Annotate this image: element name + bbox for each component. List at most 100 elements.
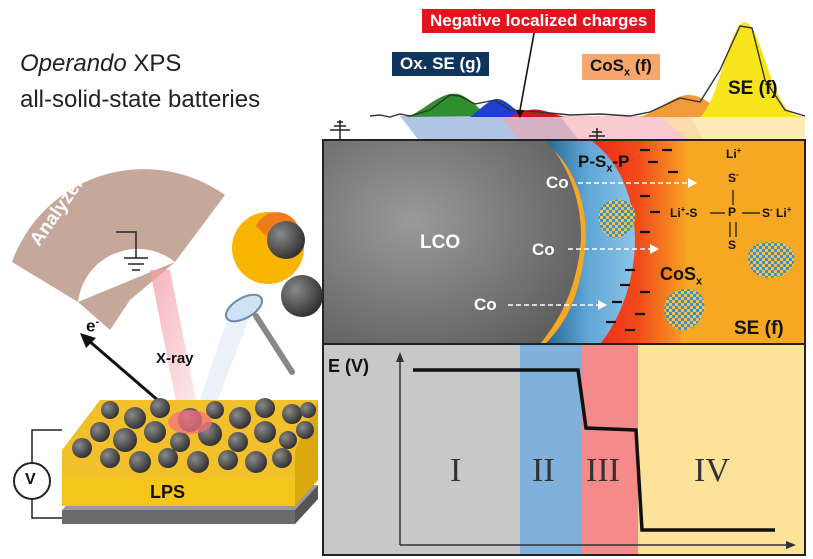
lco-label: LCO [420, 232, 461, 253]
charge-pointer-line [519, 27, 536, 111]
y-axis-arrowhead [396, 352, 404, 362]
psp-text-b: -P [612, 152, 630, 171]
s-top-atom: S- [728, 170, 739, 185]
lps-label: LPS [150, 482, 186, 502]
cos-spectrum-text: CoS [590, 56, 624, 75]
psp-subscript: x [606, 162, 613, 175]
negative-charges-label: Negative localized charges [422, 9, 656, 33]
title-italic-part: Operando [20, 50, 127, 77]
li-right-text: Li [776, 206, 787, 220]
co-diffusion-arrows [508, 182, 688, 306]
li-right-charge: + [786, 205, 792, 214]
magnifier-lens [224, 293, 264, 323]
s-bottom-atom: S [728, 238, 737, 252]
co-label-1: Co [546, 173, 569, 192]
energy-plot [322, 343, 806, 556]
psp-label: P-Sx-P [578, 152, 629, 174]
oxidized-se-label: Ox. SE (g) [392, 52, 490, 76]
figure-title-line2: all-solid-state batteries [20, 86, 261, 113]
lco-region [323, 140, 581, 344]
cos-particle-3 [748, 241, 795, 278]
figure-title-line1: Operando XPS [20, 52, 181, 76]
s-top-charge: - [736, 170, 739, 179]
magnifier-handle [253, 313, 295, 375]
analyzer-body [12, 169, 225, 302]
cos-interface-label: CoSx [660, 264, 702, 288]
electron-text: e [86, 316, 96, 336]
li-left-text: Li [670, 206, 681, 220]
projection-beam-pink [500, 116, 705, 142]
xray-spot [168, 410, 212, 434]
li-top-atom: Li+ [726, 146, 741, 161]
se-interface-label: SE (f) [734, 318, 784, 339]
spectrum-trace [369, 25, 806, 118]
lco-particle-top [267, 221, 305, 259]
current-collector-side [295, 485, 318, 524]
xps-spectrum [369, 22, 806, 142]
li-top-charge: + [736, 146, 742, 155]
cos-spectrum-subscript: x [624, 66, 631, 79]
li-left-charge: + [680, 205, 686, 214]
p-atom: P [728, 205, 737, 219]
analyzer [12, 169, 225, 330]
lco-particle-right [281, 275, 323, 317]
ground-symbol-analyzer [116, 231, 148, 271]
voltmeter-label: V [25, 471, 36, 488]
xray-beam [150, 270, 198, 412]
battery-cell [62, 398, 318, 524]
electron-label: e- [86, 316, 99, 337]
peak-yellow [700, 22, 805, 117]
energy-plot-border [322, 343, 806, 556]
analyzer-aperture [78, 262, 175, 330]
energy-axis-label: E (V) [328, 356, 370, 376]
co-label-2: Co [532, 240, 555, 259]
x-axis-arrowhead [786, 541, 796, 549]
negative-charge-marks [606, 148, 678, 332]
region-II-band [520, 344, 582, 555]
magnifier-cone [196, 300, 256, 415]
s-left-charge: - [685, 206, 690, 220]
psp-text-a: P-S [578, 152, 607, 171]
s-right-text: S [762, 206, 771, 220]
cos-spectrum-tail: (f) [630, 56, 652, 75]
electron-charge: - [95, 316, 100, 328]
cathode-surface-region [540, 140, 635, 344]
cos-spectrum-label: CoSx (f) [582, 54, 660, 81]
lps-layer-side [295, 452, 318, 506]
region-I-band [323, 344, 520, 555]
region-III-band [582, 344, 638, 555]
xray-label: X-ray [156, 350, 194, 367]
charge-pointer-arrowhead [516, 110, 524, 118]
se-spectrum-label: SE (f) [728, 78, 778, 99]
cos-interface-text: CoS [660, 264, 696, 284]
region-IV-label: IV [694, 452, 730, 489]
title-xps-part: XPS [126, 50, 182, 77]
s-li-right-atoms: S- Li+ [762, 205, 791, 220]
interface-panel [322, 139, 806, 345]
cathode-particles [72, 398, 316, 473]
li-s-left-atoms: Li+-S [670, 205, 697, 220]
region-III-label: III [586, 452, 620, 489]
region-II-label: II [532, 452, 555, 489]
peak-blue [470, 98, 528, 117]
s-left-text: S [689, 206, 698, 220]
lps-layer-front [62, 478, 295, 506]
co-label-3: Co [474, 295, 497, 314]
voltmeter-circuit [31, 429, 62, 519]
cos-particle-1 [598, 199, 636, 238]
projection-beam-yellow [660, 116, 805, 142]
co-diffusion-arrowheads [598, 178, 697, 310]
region-IV-band [638, 344, 805, 555]
voltmeter [13, 462, 51, 500]
photoelectron-arrowhead [80, 333, 96, 348]
potential-curve [413, 368, 775, 532]
thiophosphate-bonds [710, 190, 760, 237]
s-right-charge: - [770, 205, 773, 214]
li-top-text: Li [726, 147, 737, 161]
s-top-text: S [728, 171, 737, 185]
cos-particle-2 [664, 289, 705, 331]
current-collector-front [62, 510, 295, 524]
composite-layer-side [295, 400, 318, 478]
region-I-label: I [450, 452, 462, 489]
